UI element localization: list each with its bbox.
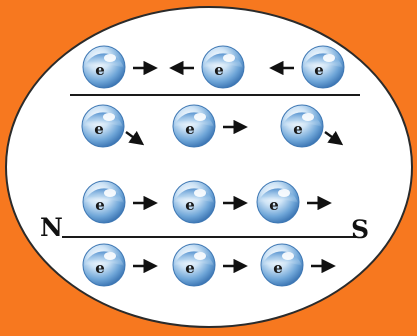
row-3-electron-label: e <box>185 196 195 214</box>
row-2-electron-label: e <box>293 120 303 138</box>
row-2-spin-arrow-3-down-right <box>324 130 344 146</box>
row-1-electron-2: e <box>201 45 245 89</box>
row-4-electron-label: e <box>95 259 105 277</box>
row-2-spin-arrow-1-down-right <box>125 130 145 146</box>
row-1-electron-label: e <box>95 61 105 79</box>
row-3-electron-2: e <box>172 180 216 224</box>
row-3-electron-label: e <box>95 196 105 214</box>
south-pole-label: S <box>351 215 370 244</box>
row-1-electron-3: e <box>301 45 345 89</box>
row-2-electron-label: e <box>94 120 104 138</box>
row-4-electron-1: e <box>82 243 126 287</box>
row-4-electron-3: e <box>260 243 304 287</box>
north-pole-label: N <box>40 213 63 242</box>
row-2-electron-1: e <box>81 104 125 148</box>
row-3-electron-3: e <box>256 180 300 224</box>
row-1-electron-1: e <box>82 45 126 89</box>
row-3-electron-1: e <box>82 180 126 224</box>
row-3-electron-label: e <box>269 196 279 214</box>
row-2-electron-label: e <box>185 120 195 138</box>
row-4-electron-label: e <box>273 259 283 277</box>
row-4-electron-label: e <box>185 259 195 277</box>
row-1-electron-label: e <box>314 61 324 79</box>
row-2-electron-2: e <box>172 104 216 148</box>
row-2-electron-3: e <box>280 104 324 148</box>
row-4-electron-2: e <box>172 243 216 287</box>
row-1-electron-label: e <box>214 61 224 79</box>
